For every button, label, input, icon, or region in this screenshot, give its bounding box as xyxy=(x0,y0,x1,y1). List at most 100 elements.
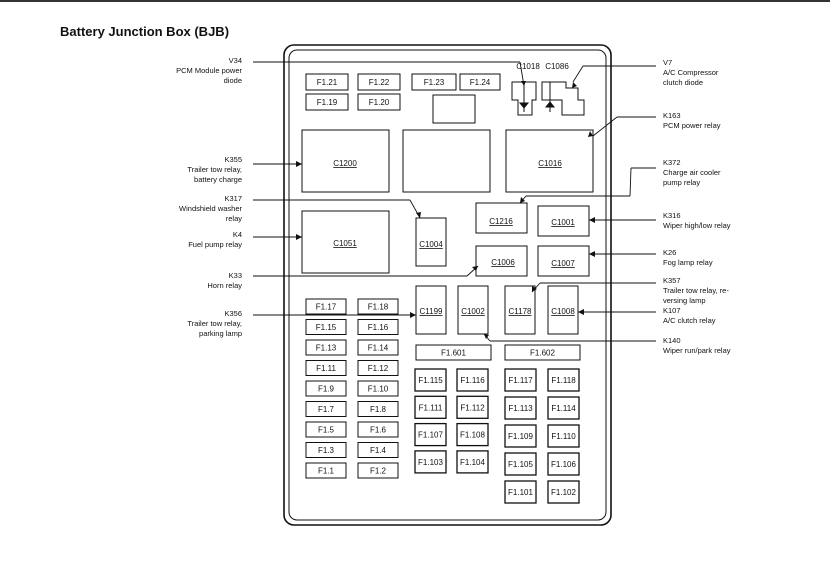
label-code: K26 xyxy=(663,248,677,257)
fuse-label: F1.105 xyxy=(508,460,533,469)
label-v34: V34 PCM Module power diode xyxy=(176,56,242,86)
fuse-F1.102: F1.102 xyxy=(547,480,580,504)
fuse-F1.24: F1.24 xyxy=(459,73,501,91)
fuse-label: F1.3 xyxy=(318,446,335,455)
fuse-label: F1.110 xyxy=(551,432,576,441)
fuse-F1.3: F1.3 xyxy=(305,442,347,458)
fuse-F1.19: F1.19 xyxy=(305,93,349,111)
fuse-label: F1.108 xyxy=(460,431,485,440)
fuse-label: F1.9 xyxy=(318,385,335,394)
fuse-label: F1.18 xyxy=(368,303,389,312)
fuse-label: F1.16 xyxy=(368,323,389,332)
fuse-label: F1.111 xyxy=(419,403,443,412)
block-C1004: C1004 xyxy=(415,217,447,267)
fuse-F1.17: F1.17 xyxy=(305,298,347,315)
fuse-F1.9: F1.9 xyxy=(305,380,347,397)
label-text: battery charge xyxy=(194,175,242,184)
fuse-F1.101: F1.101 xyxy=(504,480,537,504)
fuse-F1.107: F1.107 xyxy=(414,422,447,447)
block-C1006: C1006 xyxy=(475,245,528,277)
label-k357: K357 Trailer tow relay, re- versing lamp xyxy=(663,276,729,306)
fuse-F1.6: F1.6 xyxy=(357,421,399,438)
fuse-F1.8: F1.8 xyxy=(357,401,399,417)
fuse-F1.5: F1.5 xyxy=(305,421,347,438)
leader-lines xyxy=(253,61,656,342)
block-label: C1004 xyxy=(419,240,443,249)
label-code: K317 xyxy=(224,194,242,203)
fuse-label: F1.6 xyxy=(370,426,387,435)
housing-inner xyxy=(288,49,607,521)
fuse-F1.108: F1.108 xyxy=(456,422,489,447)
fuse-label: F1.101 xyxy=(508,488,533,497)
fuse-label: F1.23 xyxy=(424,78,445,87)
fuse-F1.22: F1.22 xyxy=(357,73,401,91)
block-label: C1001 xyxy=(551,218,575,227)
fuse-label: F1.602 xyxy=(530,349,555,358)
fuse-F1.11: F1.11 xyxy=(305,360,347,376)
fuse-label: F1.11 xyxy=(316,364,336,373)
fuse-label: F1.20 xyxy=(369,98,390,107)
fuse-F1.113: F1.113 xyxy=(504,396,537,420)
housing-outer xyxy=(283,44,612,526)
fuse-label: F1.14 xyxy=(368,344,389,353)
fuse-F1.18: F1.18 xyxy=(357,298,399,315)
fuse-F1.20: F1.20 xyxy=(357,93,401,111)
block-label: C1216 xyxy=(489,217,513,226)
block-C1008: C1008 xyxy=(547,285,579,335)
fuse-F1.116: F1.116 xyxy=(456,368,489,392)
label-k355: K355 Trailer tow relay, battery charge xyxy=(187,155,242,185)
label-k316: K316 Wiper high/low relay xyxy=(663,211,731,231)
label-text: versing lamp xyxy=(663,296,706,305)
fuse-F1.601: F1.601 xyxy=(415,344,492,361)
label-k356: K356 Trailer tow relay, parking lamp xyxy=(187,309,242,339)
fuse-label: F1.601 xyxy=(441,349,466,358)
label-code: K107 xyxy=(663,306,681,315)
fuse-label: F1.1 xyxy=(318,467,335,476)
label-code: V7 xyxy=(663,58,673,67)
label-text: parking lamp xyxy=(199,329,242,338)
block-label: C1178 xyxy=(509,307,533,316)
fuse-F1.23: F1.23 xyxy=(411,73,457,91)
fuse-F1.110: F1.110 xyxy=(547,424,580,448)
block-label: C1016 xyxy=(538,159,562,168)
label-code: K357 xyxy=(663,276,681,285)
fuse-label: F1.118 xyxy=(551,376,576,385)
label-code: V34 xyxy=(228,56,242,65)
leader-v7-end xyxy=(572,65,584,83)
fuse-F1.105: F1.105 xyxy=(504,452,537,476)
block-C1016: C1016 xyxy=(505,129,594,193)
label-code: K4 xyxy=(232,230,242,239)
fuse-F1.7: F1.7 xyxy=(305,401,347,417)
label-text: Trailer tow relay, re- xyxy=(663,286,729,295)
label-k4: K4 Fuel pump relay xyxy=(188,230,242,250)
block-C1216: C1216 xyxy=(475,202,528,234)
fuse-F1.112: F1.112 xyxy=(456,395,489,419)
fuse-label: F1.17 xyxy=(316,303,337,312)
block-C1002: C1002 xyxy=(457,285,489,335)
label-text: PCM power relay xyxy=(663,121,721,130)
fuse-F1.16: F1.16 xyxy=(357,319,399,335)
fuse-label: F1.5 xyxy=(318,426,335,435)
block-C1051: C1051 xyxy=(301,210,390,274)
fuse-label: F1.103 xyxy=(418,458,443,467)
fuse-label: F1.21 xyxy=(317,78,338,87)
spare-cavity xyxy=(432,94,476,124)
connector-c1018 xyxy=(511,81,537,116)
label-code: K140 xyxy=(663,336,681,345)
block-label: C1199 xyxy=(420,307,444,316)
label-text: relay xyxy=(225,214,242,223)
label-text: Windshield washer xyxy=(179,204,242,213)
label-k33: K33 Horn relay xyxy=(207,271,242,291)
label-k140: K140 Wiper run/park relay xyxy=(663,336,731,356)
fuse-label: F1.107 xyxy=(418,431,443,440)
leader-k372-mid xyxy=(629,167,632,197)
fuse-label: F1.2 xyxy=(370,467,387,476)
connector-c1018-label: C1018 xyxy=(516,62,540,71)
label-code: K316 xyxy=(663,211,681,220)
fuse-label: F1.13 xyxy=(316,344,337,353)
block-label: C1002 xyxy=(461,307,485,316)
